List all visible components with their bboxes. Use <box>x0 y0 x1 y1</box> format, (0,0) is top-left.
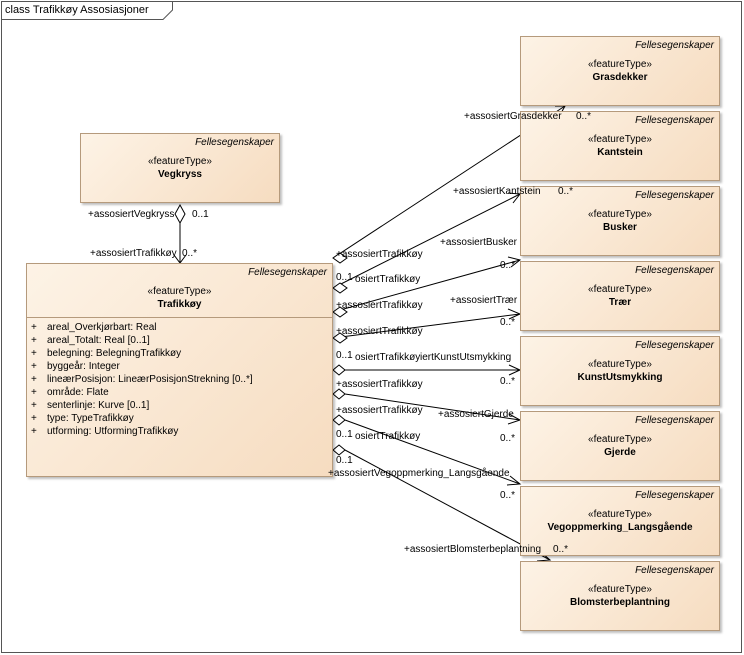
tagged-value: Fellesegenskaper <box>195 137 274 148</box>
tagged-value: Fellesegenskaper <box>635 190 714 201</box>
attribute: +lineærPosisjon: LineærPosisjonStrekning… <box>31 374 253 385</box>
stereotype: «featureType» <box>588 134 652 145</box>
class-blomsterbeplantning[interactable]: Fellesegenskaper «featureType» Blomsterb… <box>520 561 720 631</box>
tagged-value: Fellesegenskaper <box>635 490 714 501</box>
stereotype: «featureType» <box>588 434 652 445</box>
stereotype: «featureType» <box>588 284 652 295</box>
multiplicity-label: 0..* <box>500 376 516 387</box>
multiplicity-label: 0..* <box>558 186 574 197</box>
class-name: Trær <box>608 297 632 308</box>
role-label: +assosiertTrafikkøy <box>336 326 423 337</box>
class-trafikkoy[interactable]: Fellesegenskaper «featureType» Trafikkøy… <box>26 263 333 477</box>
multiplicity-label: 0..1 <box>192 209 209 220</box>
stereotype: «featureType» <box>147 286 212 297</box>
stereotype: «featureType» <box>588 584 652 595</box>
class-name: Vegoppmerking_Langsgående <box>547 522 693 533</box>
role-label: +assosiertTrafikkøy <box>90 248 177 259</box>
attribute: +belegning: BelegningTrafikkøy <box>31 348 182 359</box>
frame-tab: class Trafikkøy Assosiasjoner <box>1 1 173 20</box>
class-name: Vegkryss <box>158 169 202 180</box>
class-kunstutsmykking[interactable]: Fellesegenskaper «featureType» KunstUtsm… <box>520 336 720 406</box>
class-name: Gjerde <box>604 447 636 458</box>
attribute: +utforming: UtformingTrafikkøy <box>31 426 179 437</box>
class-vegkryss[interactable]: Fellesegenskaper «featureType» Vegkryss <box>80 133 280 203</box>
tagged-value: Fellesegenskaper <box>635 565 714 576</box>
class-traer[interactable]: Fellesegenskaper «featureType» Trær <box>520 261 720 331</box>
multiplicity-label: 0..* <box>500 433 516 444</box>
class-name: KunstUtsmykking <box>577 372 663 383</box>
role-label: +assosiertTrær <box>450 295 518 306</box>
multiplicity-label: 0..* <box>500 317 516 328</box>
role-label: +assosiertVegkryss <box>88 209 175 220</box>
attribute: +byggeår: Integer <box>31 361 120 372</box>
role-label: osiertTrafikkøy <box>355 431 421 442</box>
class-name: Trafikkøy <box>157 299 202 310</box>
class-name: Blomsterbeplantning <box>569 597 670 608</box>
role-label: +assosiertTrafikkøy <box>336 300 423 311</box>
attribute: +senterlinje: Kurve [0..1] <box>31 400 150 411</box>
role-label: osiertTrafikkøy <box>355 274 421 285</box>
multiplicity-label: 0..1 <box>336 455 353 466</box>
role-label: +assosiertTrafikkøy <box>336 405 423 416</box>
role-label: osiertTrafikkøy <box>355 352 421 363</box>
tagged-value: Fellesegenskaper <box>635 415 714 426</box>
multiplicity-label: 0..1 <box>336 429 353 440</box>
class-vegoppmerking-langsgaende[interactable]: Fellesegenskaper «featureType» Vegoppmer… <box>520 486 720 556</box>
role-label: +assosiertBusker <box>440 237 517 248</box>
attribute-compartment: +areal_Overkjørbart: Real +areal_Totalt:… <box>27 317 332 476</box>
role-label: +assosiertGrasdekker <box>464 111 562 122</box>
multiplicity-label: 0..* <box>182 248 198 259</box>
tagged-value: Fellesegenskaper <box>635 265 714 276</box>
multiplicity-label: 0..* <box>576 111 592 122</box>
stereotype: «featureType» <box>588 59 652 70</box>
class-busker[interactable]: Fellesegenskaper «featureType» Busker <box>520 186 720 256</box>
tagged-value: Fellesegenskaper <box>635 40 714 51</box>
stereotype: «featureType» <box>588 209 652 220</box>
class-kantstein[interactable]: Fellesegenskaper «featureType» Kantstein <box>520 111 720 181</box>
stereotype: «featureType» <box>148 156 212 167</box>
multiplicity-label: 0..* <box>500 490 516 501</box>
class-name: Grasdekker <box>592 72 648 83</box>
role-label: +assosiertBlomsterbeplantning <box>404 544 542 555</box>
role-label: +assosiertKantstein <box>453 186 541 197</box>
stereotype: «featureType» <box>588 509 652 520</box>
tagged-value: Fellesegenskaper <box>635 340 714 351</box>
class-grasdekker[interactable]: Fellesegenskaper «featureType» Grasdekke… <box>520 36 720 106</box>
role-label: +assosiertTrafikkøy <box>336 249 423 260</box>
multiplicity-label: 0..* <box>553 544 569 555</box>
stereotype: «featureType» <box>588 359 652 370</box>
role-label: +assosiertTrafikkøy <box>336 379 423 390</box>
class-gjerde[interactable]: Fellesegenskaper «featureType» Gjerde <box>520 411 720 481</box>
tagged-value: Fellesegenskaper <box>248 267 327 278</box>
role-label: iertKunstUtsmykking <box>420 352 512 363</box>
class-name: Kantstein <box>597 147 643 158</box>
multiplicity-label: 0..1 <box>336 272 353 283</box>
role-label: +assosiertVegoppmerking_Langsgående <box>328 468 510 479</box>
role-label: +assosiertGjerde <box>438 409 514 420</box>
tagged-value: Fellesegenskaper <box>635 115 714 126</box>
multiplicity-label: 0..* <box>500 260 516 271</box>
attribute: +areal_Totalt: Real [0..1] <box>31 335 150 346</box>
attribute: +areal_Overkjørbart: Real <box>31 322 157 333</box>
frame-title: class Trafikkøy Assosiasjoner <box>5 4 149 16</box>
attribute: +type: TypeTrafikkøy <box>31 413 134 424</box>
class-name: Busker <box>603 222 637 233</box>
multiplicity-label: 0..1 <box>336 350 353 361</box>
attribute: +område: Flate <box>31 387 109 398</box>
frame-tab-shape <box>1 1 173 20</box>
